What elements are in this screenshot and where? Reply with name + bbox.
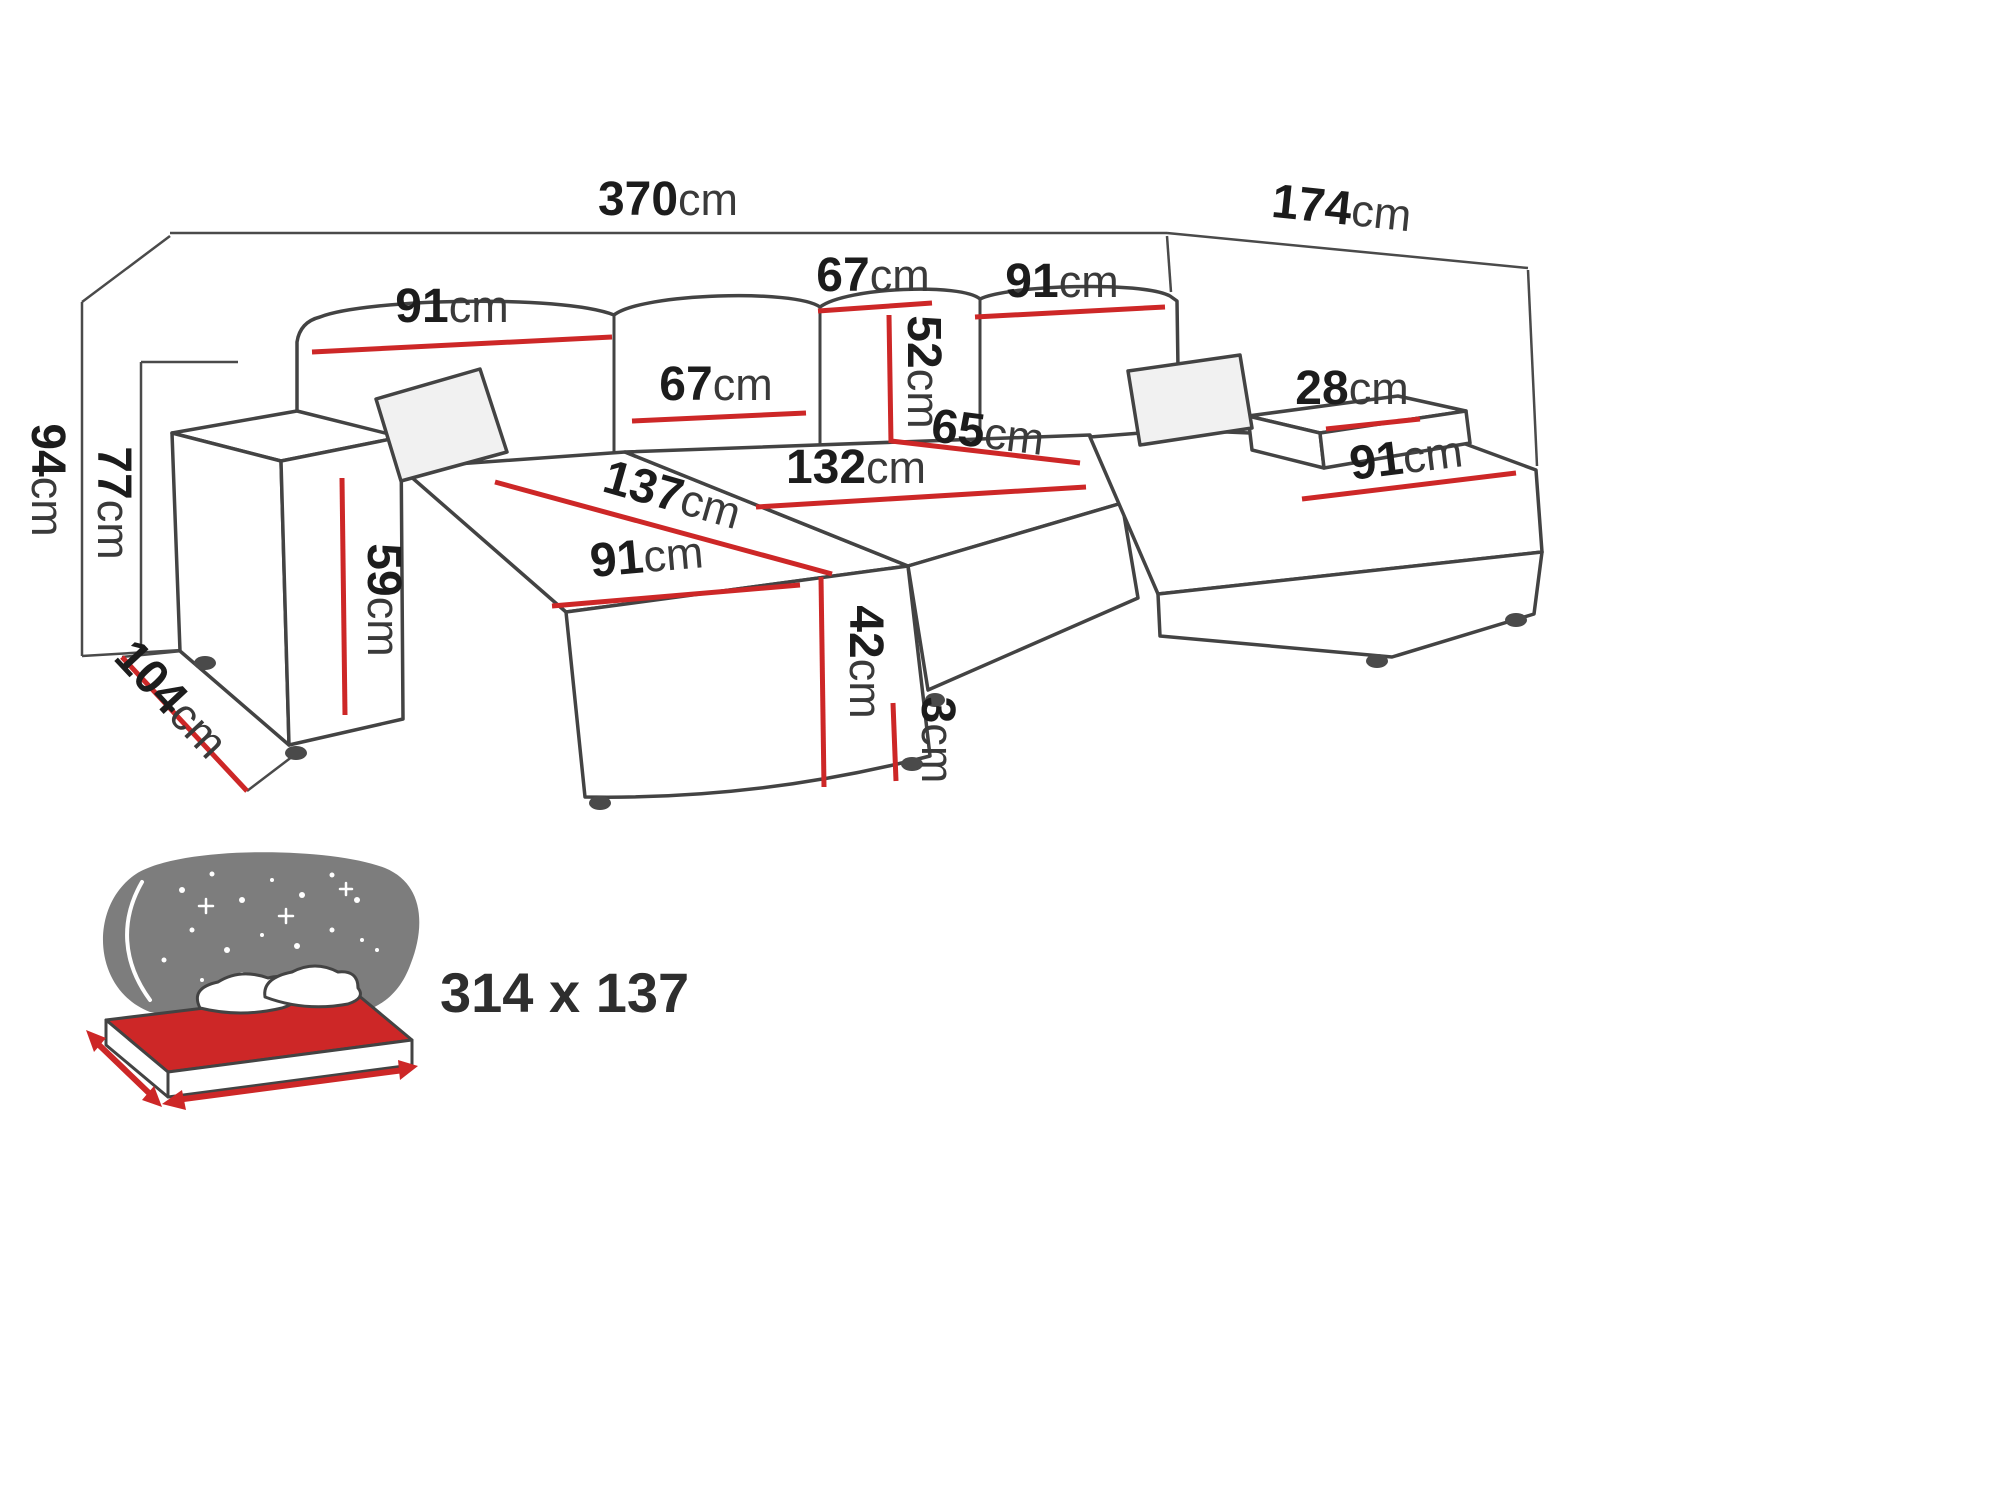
dim-line-seat-height — [818, 576, 827, 788]
sofa-foot — [1366, 654, 1388, 668]
dim-label-back-cushion-height: 52cm — [897, 315, 950, 428]
dim-line-seat-width-center — [755, 484, 1087, 510]
dim-label-seat-depth-center: 65cm — [928, 399, 1047, 465]
dim-label-armrest-height: 59cm — [357, 543, 410, 656]
right-throw-pillow — [1126, 353, 1254, 447]
extension-line — [1526, 269, 1539, 467]
sofa-foot — [925, 693, 945, 707]
dim-line-back-cushion-mid — [631, 410, 807, 424]
dim-label-seat-width-center: 132cm — [786, 441, 926, 494]
right-chaise-front — [1156, 550, 1544, 659]
sofa-backrest — [295, 284, 1181, 470]
extension-line — [121, 649, 183, 659]
sofa-foot — [901, 757, 923, 771]
dim-line-leg-height — [890, 702, 899, 782]
outer-dimension-lines — [80, 231, 1539, 792]
dim-label-back-cushion-mid: 67cm — [659, 358, 772, 411]
dim-label-height-total: 94cm — [21, 423, 74, 536]
dim-label-leg-height: 3cm — [911, 697, 964, 784]
dim-line-back-cushion-height — [886, 314, 894, 444]
extension-line — [81, 648, 183, 658]
extension-line — [246, 752, 298, 792]
dim-label-back-cushion-left: 91cm — [395, 280, 508, 333]
dim-line-depth-right — [1166, 231, 1529, 270]
dim-line-chaise-width-left — [551, 582, 801, 609]
dim-line-back-cushion-center — [817, 300, 933, 314]
bed-depth-arrow — [86, 1030, 162, 1107]
dimension-labels: 370cm 174cm 94cm 77cm 104cm 91cm 67cm 91… — [21, 173, 1466, 784]
dim-label-armrest-width-right: 28cm — [1295, 362, 1408, 415]
dim-line-chaise-width-right — [1301, 470, 1517, 502]
dim-label-back-cushion-right: 91cm — [1005, 255, 1118, 308]
sofa-foot — [194, 656, 216, 670]
bed-width-arrow — [162, 1060, 418, 1110]
mattress-pillow — [263, 964, 362, 1009]
blanket-fold-line — [125, 880, 152, 1002]
dim-line-back-cushion-left — [311, 334, 613, 355]
sofa-foot — [285, 746, 307, 760]
sofa-foot — [1505, 613, 1527, 627]
sofa-foot — [589, 796, 611, 810]
extension-line — [1165, 235, 1173, 293]
extension-line — [81, 235, 171, 303]
dim-line-armrest-height — [339, 477, 348, 716]
sleeping-area-size: 314 x 137 — [440, 961, 689, 1024]
dim-label-back-cushion-center: 67cm — [816, 249, 929, 302]
dim-label-chaise-width-left: 91cm — [588, 525, 706, 588]
dim-line-seat-depth-center — [890, 438, 1081, 466]
dim-label-chaise-width-right: 91cm — [1347, 424, 1466, 490]
dim-label-depth-right: 174cm — [1269, 175, 1414, 242]
dim-line-depth-left — [120, 655, 249, 793]
middle-seat-front — [906, 501, 1140, 692]
dim-line-back-cushion-right — [974, 304, 1166, 320]
dim-line-chaise-length-left — [494, 479, 833, 577]
left-throw-pillow — [374, 367, 509, 483]
dim-line-armrest-width-right — [1325, 416, 1421, 432]
sleeping-area-icon: 314 x 137 — [86, 852, 689, 1110]
dim-label-height-backrest: 77cm — [87, 446, 140, 559]
dim-label-seat-height: 42cm — [839, 605, 892, 718]
inner-dimension-lines — [120, 300, 1517, 793]
dim-label-width-total: 370cm — [598, 173, 738, 226]
